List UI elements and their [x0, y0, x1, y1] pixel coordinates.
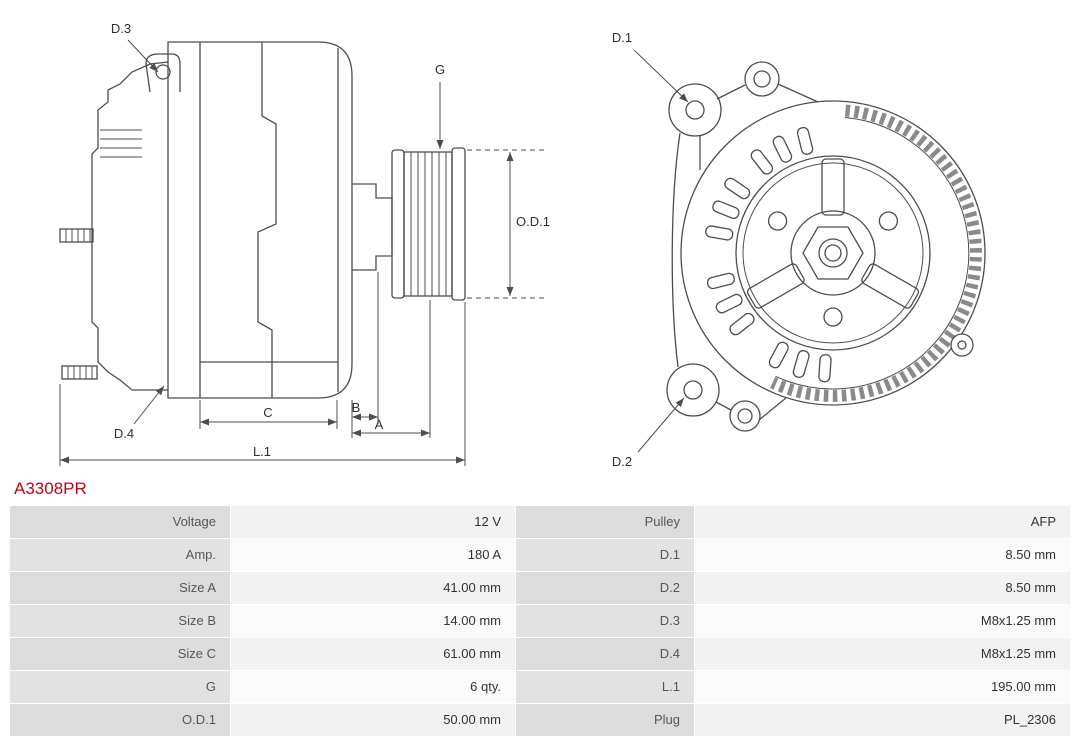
spec-label: Pulley — [516, 506, 694, 538]
rear-housing — [91, 61, 169, 391]
spec-table: Voltage 12 V Pulley AFP Amp. 180 A D.1 8… — [10, 506, 1070, 736]
spec-label: Plug — [516, 704, 694, 736]
spec-label: Size B — [10, 605, 230, 637]
vent-slots — [705, 126, 832, 383]
hub — [790, 210, 876, 296]
spec-row: Size B 14.00 mm D.3 M8x1.25 mm — [10, 605, 1070, 637]
spec-value: M8x1.25 mm — [695, 605, 1070, 637]
pulley — [391, 147, 466, 301]
spec-label: D.1 — [516, 539, 694, 571]
spec-value: M8x1.25 mm — [695, 638, 1070, 670]
terminal-stud — [59, 228, 94, 243]
label-d1: D.1 — [612, 30, 632, 45]
label-d2: D.2 — [612, 454, 632, 469]
spec-value: 41.00 mm — [231, 572, 515, 604]
spec-label: D.4 — [516, 638, 694, 670]
side-view-dimensions — [59, 39, 548, 466]
rear-view-dimensions — [633, 49, 689, 453]
label-od1: O.D.1 — [516, 214, 550, 229]
spec-row: Size A 41.00 mm D.2 8.50 mm — [10, 572, 1070, 604]
spec-value: 180 A — [231, 539, 515, 571]
label-d3: D.3 — [111, 21, 131, 36]
mounting-lug-d3 — [145, 53, 181, 93]
spec-label: Voltage — [10, 506, 230, 538]
spec-label: O.D.1 — [10, 704, 230, 736]
spec-value: 12 V — [231, 506, 515, 538]
spec-value: 61.00 mm — [231, 638, 515, 670]
part-number: A3308PR — [14, 479, 87, 498]
alternator-technical-drawing: D.3 G O.D.1 D.4 C B A L.1 — [59, 21, 986, 469]
pulley-spokes — [746, 158, 920, 309]
spec-label: Amp. — [10, 539, 230, 571]
housing-outline — [680, 100, 986, 406]
alternator-side-view — [59, 41, 466, 399]
spec-value: 14.00 mm — [231, 605, 515, 637]
spec-row: Size C 61.00 mm D.4 M8x1.25 mm — [10, 638, 1070, 670]
spec-value: PL_2306 — [695, 704, 1070, 736]
spec-value: 195.00 mm — [695, 671, 1070, 703]
label-d4: D.4 — [114, 426, 134, 441]
spec-label: Size C — [10, 638, 230, 670]
top-ear — [744, 61, 780, 97]
spec-label: L.1 — [516, 671, 694, 703]
right-tab — [950, 333, 974, 357]
label-a: A — [375, 417, 384, 432]
alternator-rear-view — [666, 61, 986, 432]
spec-value: AFP — [695, 506, 1070, 538]
shaft-nut — [802, 226, 864, 280]
mounting-ears — [666, 61, 974, 432]
spec-label: D.2 — [516, 572, 694, 604]
label-l1: L.1 — [253, 444, 271, 459]
rear-housing-ribs — [100, 129, 142, 158]
spec-label: Size A — [10, 572, 230, 604]
spec-row: Amp. 180 A D.1 8.50 mm — [10, 539, 1070, 571]
label-g: G — [435, 62, 445, 77]
spec-value: 8.50 mm — [695, 572, 1070, 604]
spec-value: 8.50 mm — [695, 539, 1070, 571]
bottom-ear — [729, 400, 761, 432]
spec-row: O.D.1 50.00 mm Plug PL_2306 — [10, 704, 1070, 736]
spec-value: 50.00 mm — [231, 704, 515, 736]
main-body — [167, 41, 353, 399]
label-b: B — [352, 400, 361, 415]
spec-row: G 6 qty. L.1 195.00 mm — [10, 671, 1070, 703]
label-c: C — [263, 405, 272, 420]
spec-label: D.3 — [516, 605, 694, 637]
spec-value: 6 qty. — [231, 671, 515, 703]
spec-row: Voltage 12 V Pulley AFP — [10, 506, 1070, 538]
spec-label: G — [10, 671, 230, 703]
shaft-nose — [352, 183, 393, 271]
